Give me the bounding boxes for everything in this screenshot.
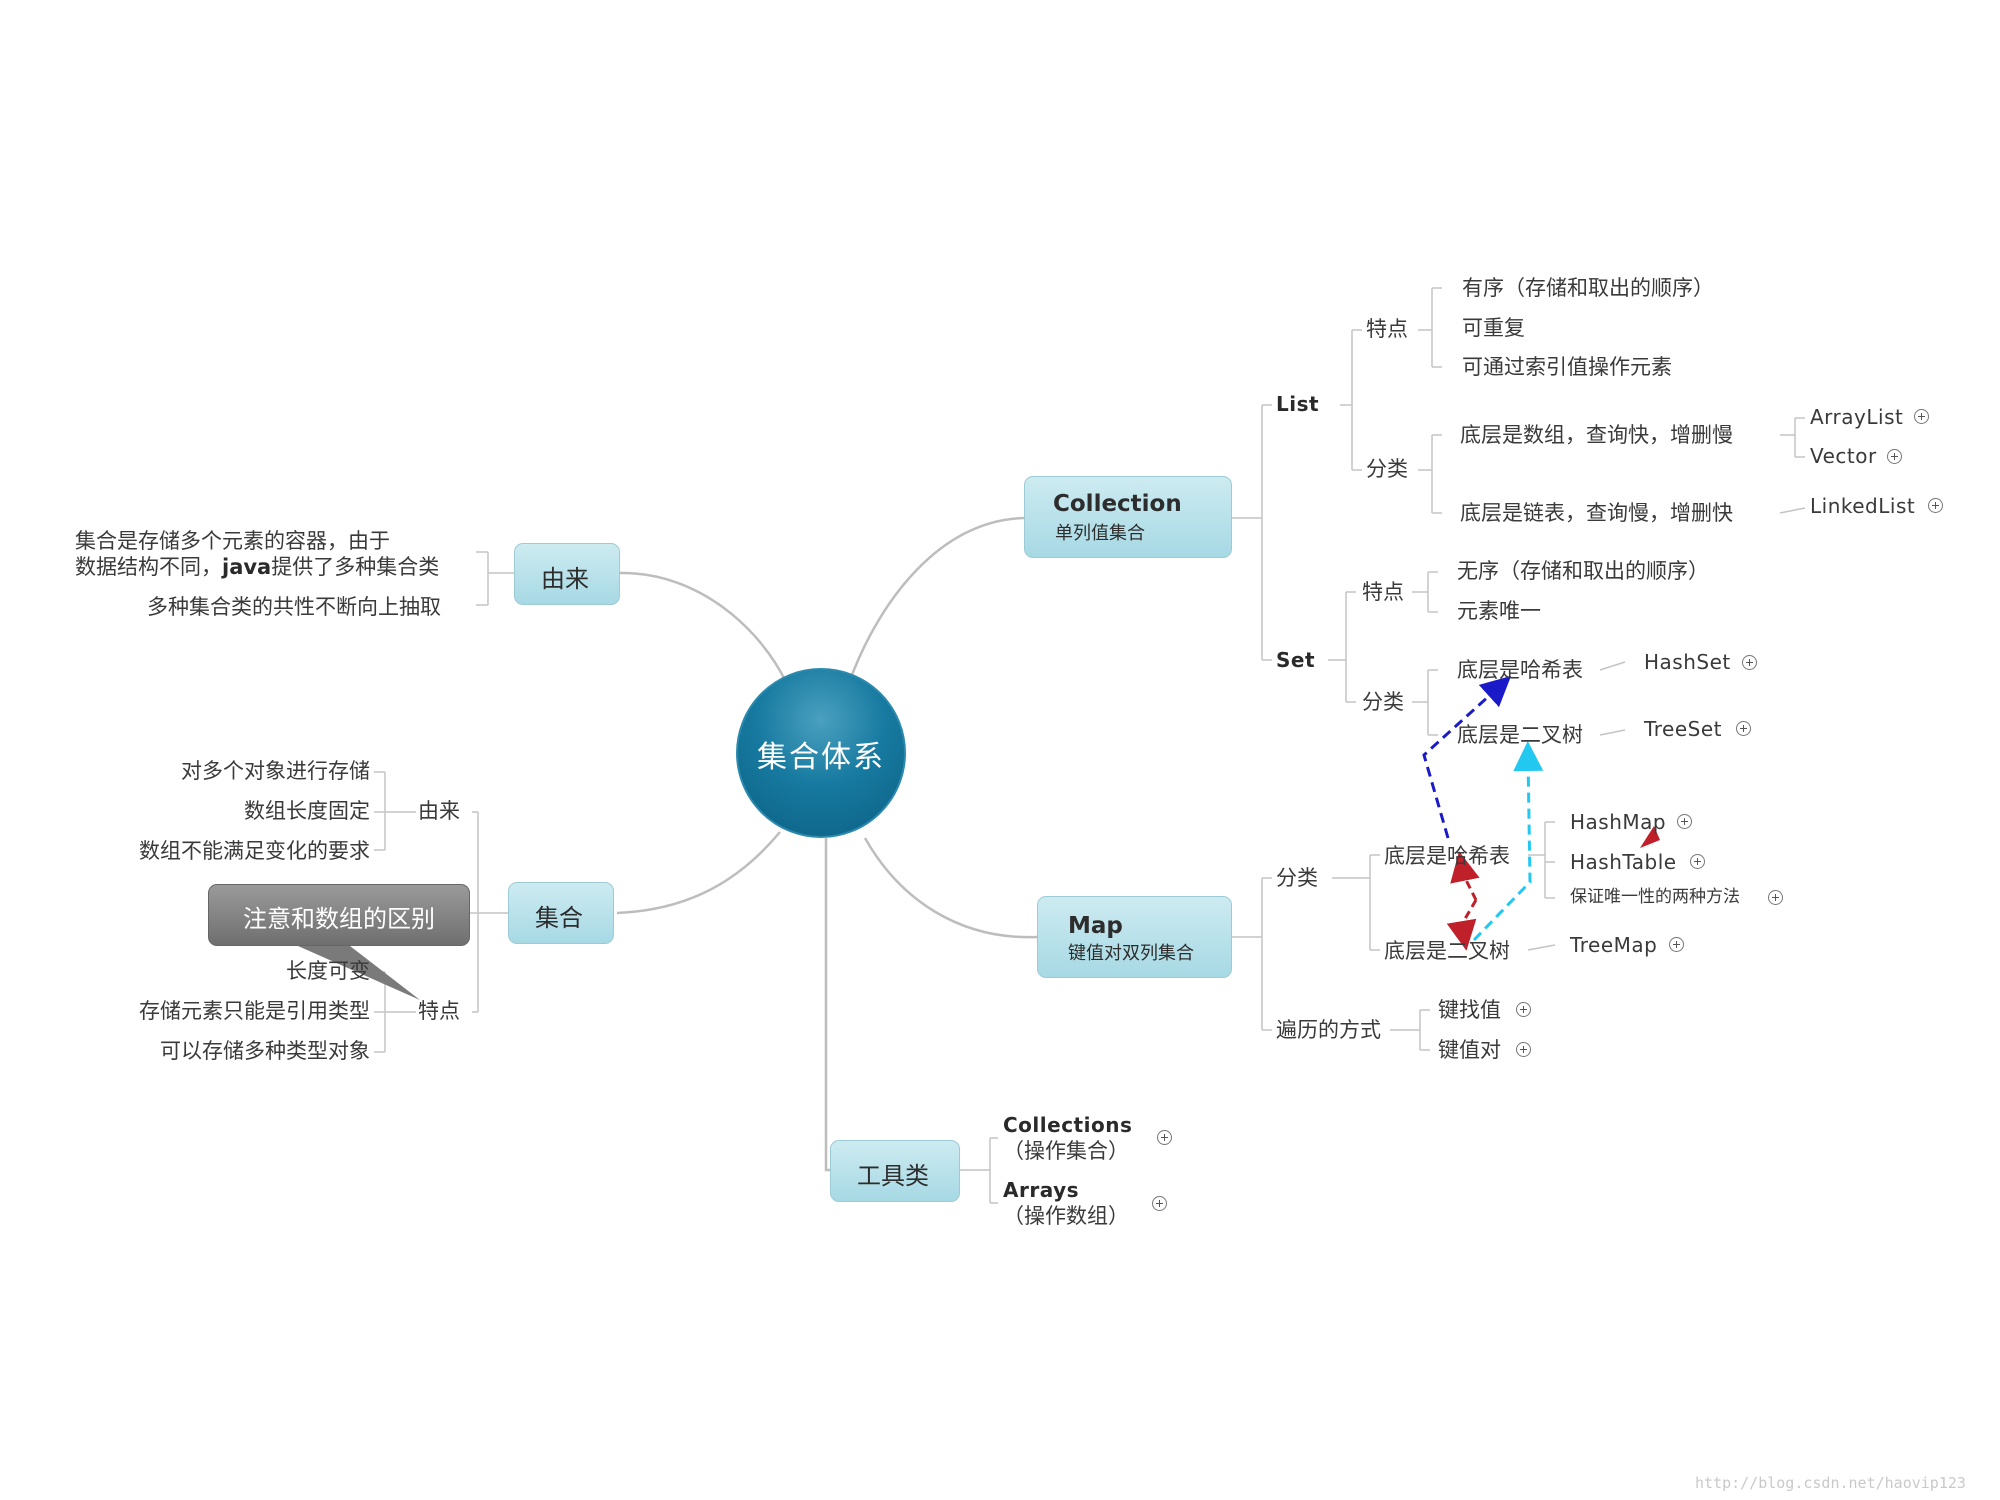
set-origin-item: 数组长度固定: [244, 799, 370, 823]
collection-subtitle: 单列值集合: [1055, 523, 1145, 544]
set-tree-based: 底层是二叉树: [1457, 723, 1583, 747]
map-traverse-label: 遍历的方式: [1276, 1018, 1381, 1042]
map-title: Map: [1068, 913, 1123, 939]
list-feature-item: 有序（存储和取出的顺序）: [1462, 276, 1714, 300]
collection-title: Collection: [1053, 491, 1182, 517]
origin-node[interactable]: 由来: [514, 543, 620, 605]
map-traverse-item[interactable]: 键找值: [1438, 998, 1501, 1022]
map-traverse-item[interactable]: 键值对: [1438, 1038, 1501, 1062]
set-label[interactable]: Set: [1276, 648, 1316, 672]
expand-icon[interactable]: [1736, 721, 1751, 736]
origin-label: 由来: [541, 565, 589, 593]
expand-icon[interactable]: [1669, 937, 1684, 952]
list-label[interactable]: List: [1276, 392, 1320, 416]
tools-item-arrays-desc: （操作数组）: [1003, 1204, 1129, 1228]
set-feature-item: 元素唯一: [1457, 599, 1541, 623]
set-category-label: 分类: [1362, 690, 1404, 714]
impl-uniqueness[interactable]: 保证唯一性的两种方法: [1570, 887, 1740, 907]
arrow-map-tree-to-set-tree: [1472, 741, 1544, 942]
list-category-label: 分类: [1366, 457, 1408, 481]
set-origin-item: 数组不能满足变化的要求: [139, 839, 370, 863]
arrow-red-hashtable: [1640, 826, 1660, 848]
center-label: 集合体系: [757, 740, 885, 775]
callout-text: 注意和数组的区别: [243, 905, 435, 933]
expand-icon[interactable]: [1914, 409, 1929, 424]
expand-icon[interactable]: [1152, 1196, 1167, 1211]
impl-hashset[interactable]: HashSet: [1644, 650, 1731, 674]
map-tree-based: 底层是二叉树: [1384, 939, 1510, 963]
impl-hashmap[interactable]: HashMap: [1570, 810, 1667, 834]
origin-text-2: 数据结构不同，java提供了多种集合类: [75, 555, 440, 579]
list-array-based: 底层是数组，查询快，增删慢: [1460, 423, 1733, 447]
impl-treemap[interactable]: TreeMap: [1570, 933, 1658, 957]
center-node[interactable]: 集合体系: [736, 668, 906, 838]
impl-hashtable[interactable]: HashTable: [1570, 850, 1677, 874]
tools-item-collections[interactable]: Collections: [1003, 1113, 1133, 1137]
list-feature-item: 可通过索引值操作元素: [1462, 355, 1672, 379]
tools-node[interactable]: 工具类: [830, 1140, 960, 1202]
collection-node[interactable]: Collection 单列值集合: [1024, 476, 1232, 558]
set-concept-label: 集合: [535, 904, 583, 932]
watermark: http://blog.csdn.net/haovip123: [1695, 1474, 1966, 1492]
impl-linkedlist[interactable]: LinkedList: [1810, 494, 1916, 518]
set-origin-label: 由来: [418, 799, 460, 823]
origin-text-1: 集合是存储多个元素的容器，由于: [75, 529, 390, 553]
expand-icon[interactable]: [1690, 854, 1705, 869]
impl-arraylist[interactable]: ArrayList: [1810, 405, 1904, 429]
set-feature-label: 特点: [1362, 580, 1404, 604]
expand-icon[interactable]: [1157, 1130, 1172, 1145]
expand-icon[interactable]: [1516, 1002, 1531, 1017]
tools-item-arrays[interactable]: Arrays: [1003, 1178, 1080, 1202]
tools-label: 工具类: [857, 1162, 929, 1190]
impl-treeset[interactable]: TreeSet: [1644, 717, 1723, 741]
set-feature-label: 特点: [418, 999, 460, 1023]
expand-icon[interactable]: [1742, 655, 1757, 670]
arrow-red-up: [1450, 851, 1480, 901]
arrow-map-hash-to-set-hash: [1422, 675, 1512, 839]
list-feature-item: 可重复: [1462, 316, 1525, 340]
expand-icon[interactable]: [1928, 498, 1943, 513]
set-feature-item: 无序（存储和取出的顺序）: [1457, 559, 1709, 583]
set-hash-based: 底层是哈希表: [1457, 658, 1583, 682]
list-feature-label: 特点: [1366, 317, 1408, 341]
origin-text-3: 多种集合类的共性不断向上抽取: [147, 595, 441, 619]
map-node[interactable]: Map 键值对双列集合: [1037, 896, 1232, 978]
expand-icon[interactable]: [1887, 449, 1902, 464]
map-subtitle: 键值对双列集合: [1068, 943, 1194, 964]
map-category-label: 分类: [1276, 866, 1318, 890]
expand-icon[interactable]: [1677, 814, 1692, 829]
callout-note: 注意和数组的区别: [208, 884, 470, 946]
arrow-red-down: [1446, 899, 1478, 951]
set-feature-item: 长度可变: [286, 959, 370, 983]
map-hash-based: 底层是哈希表: [1384, 844, 1510, 868]
set-feature-item: 可以存储多种类型对象: [160, 1039, 370, 1063]
callout-pointer: [298, 946, 420, 1000]
impl-vector[interactable]: Vector: [1810, 444, 1877, 468]
set-feature-item: 存储元素只能是引用类型: [139, 999, 370, 1023]
set-concept-node[interactable]: 集合: [508, 882, 614, 944]
tools-item-collections-desc: （操作集合）: [1003, 1139, 1129, 1163]
set-origin-item: 对多个对象进行存储: [181, 759, 370, 783]
expand-icon[interactable]: [1516, 1042, 1531, 1057]
expand-icon[interactable]: [1768, 890, 1783, 905]
list-linked-based: 底层是链表，查询慢，增删快: [1460, 501, 1733, 525]
